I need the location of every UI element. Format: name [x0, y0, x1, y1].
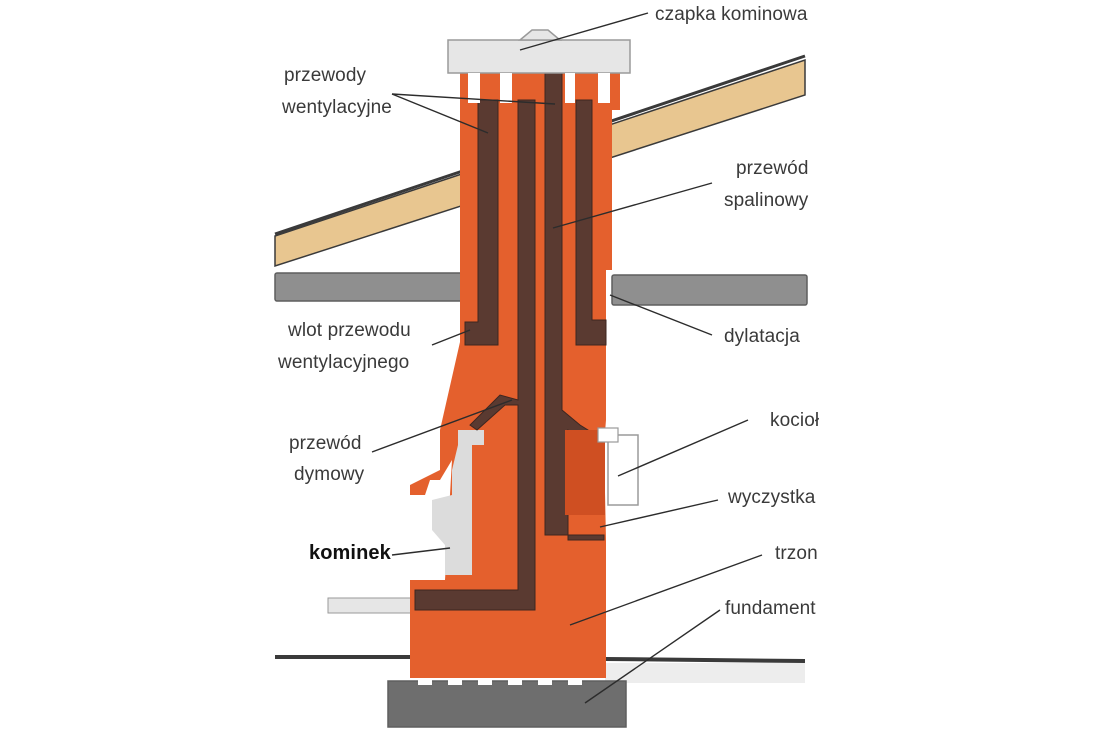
- leader-kominek: [391, 547, 451, 556]
- leader-fundament: [584, 609, 721, 704]
- label-kominek: kominek: [309, 542, 391, 564]
- leader-dylatacja: [609, 294, 713, 336]
- ceiling-slab-right: [611, 274, 808, 306]
- leader-wyczystka: [599, 499, 719, 528]
- fireplace-opening: [432, 430, 484, 575]
- hearth-slab: [327, 597, 414, 614]
- label-przewody-wentylacyjne-1: przewody: [284, 65, 367, 86]
- label-wlot-przewodu-2: wentylacyjnego: [278, 352, 410, 373]
- label-dylatacja: dylatacja: [724, 326, 800, 347]
- foundation-gaps: [418, 678, 582, 685]
- foundation-block: [387, 680, 627, 728]
- boiler-flue-pipe: [597, 427, 619, 443]
- ventilation-flue-right: [575, 99, 607, 346]
- ceiling-slab-left: [274, 272, 466, 302]
- leader-dym: [371, 399, 513, 453]
- floor-line-right: [604, 657, 806, 663]
- smoke-duct: [414, 99, 536, 611]
- label-trzon: trzon: [775, 543, 818, 564]
- leader-went-1: [391, 93, 489, 134]
- leader-lines: [371, 12, 763, 704]
- leader-wlot: [431, 329, 471, 346]
- label-fundament: fundament: [725, 598, 816, 619]
- label-wyczystka: wyczystka: [728, 487, 816, 508]
- label-przewody-wentylacyjne-2: wentylacyjne: [282, 97, 392, 118]
- label-czapka-kominowa: czapka kominowa: [655, 4, 808, 25]
- leader-czapka: [519, 12, 649, 51]
- leader-spal: [552, 182, 713, 229]
- boiler-niche: [565, 430, 605, 515]
- label-przewod-spalinowy-2: spalinowy: [724, 190, 809, 211]
- label-przewod-spalinowy-1: przewód: [736, 158, 809, 179]
- label-przewod-dymowy-2: dymowy: [294, 464, 365, 485]
- chimney-cap: [447, 29, 631, 103]
- label-przewod-dymowy-1: przewód: [289, 433, 362, 454]
- label-kociol: kocioł: [770, 410, 820, 431]
- leader-went-2: [391, 93, 556, 105]
- leader-trzon: [569, 554, 763, 626]
- floor-board: [605, 663, 805, 683]
- leader-kociol: [617, 419, 749, 477]
- label-wlot-przewodu-1: wlot przewodu: [288, 320, 411, 341]
